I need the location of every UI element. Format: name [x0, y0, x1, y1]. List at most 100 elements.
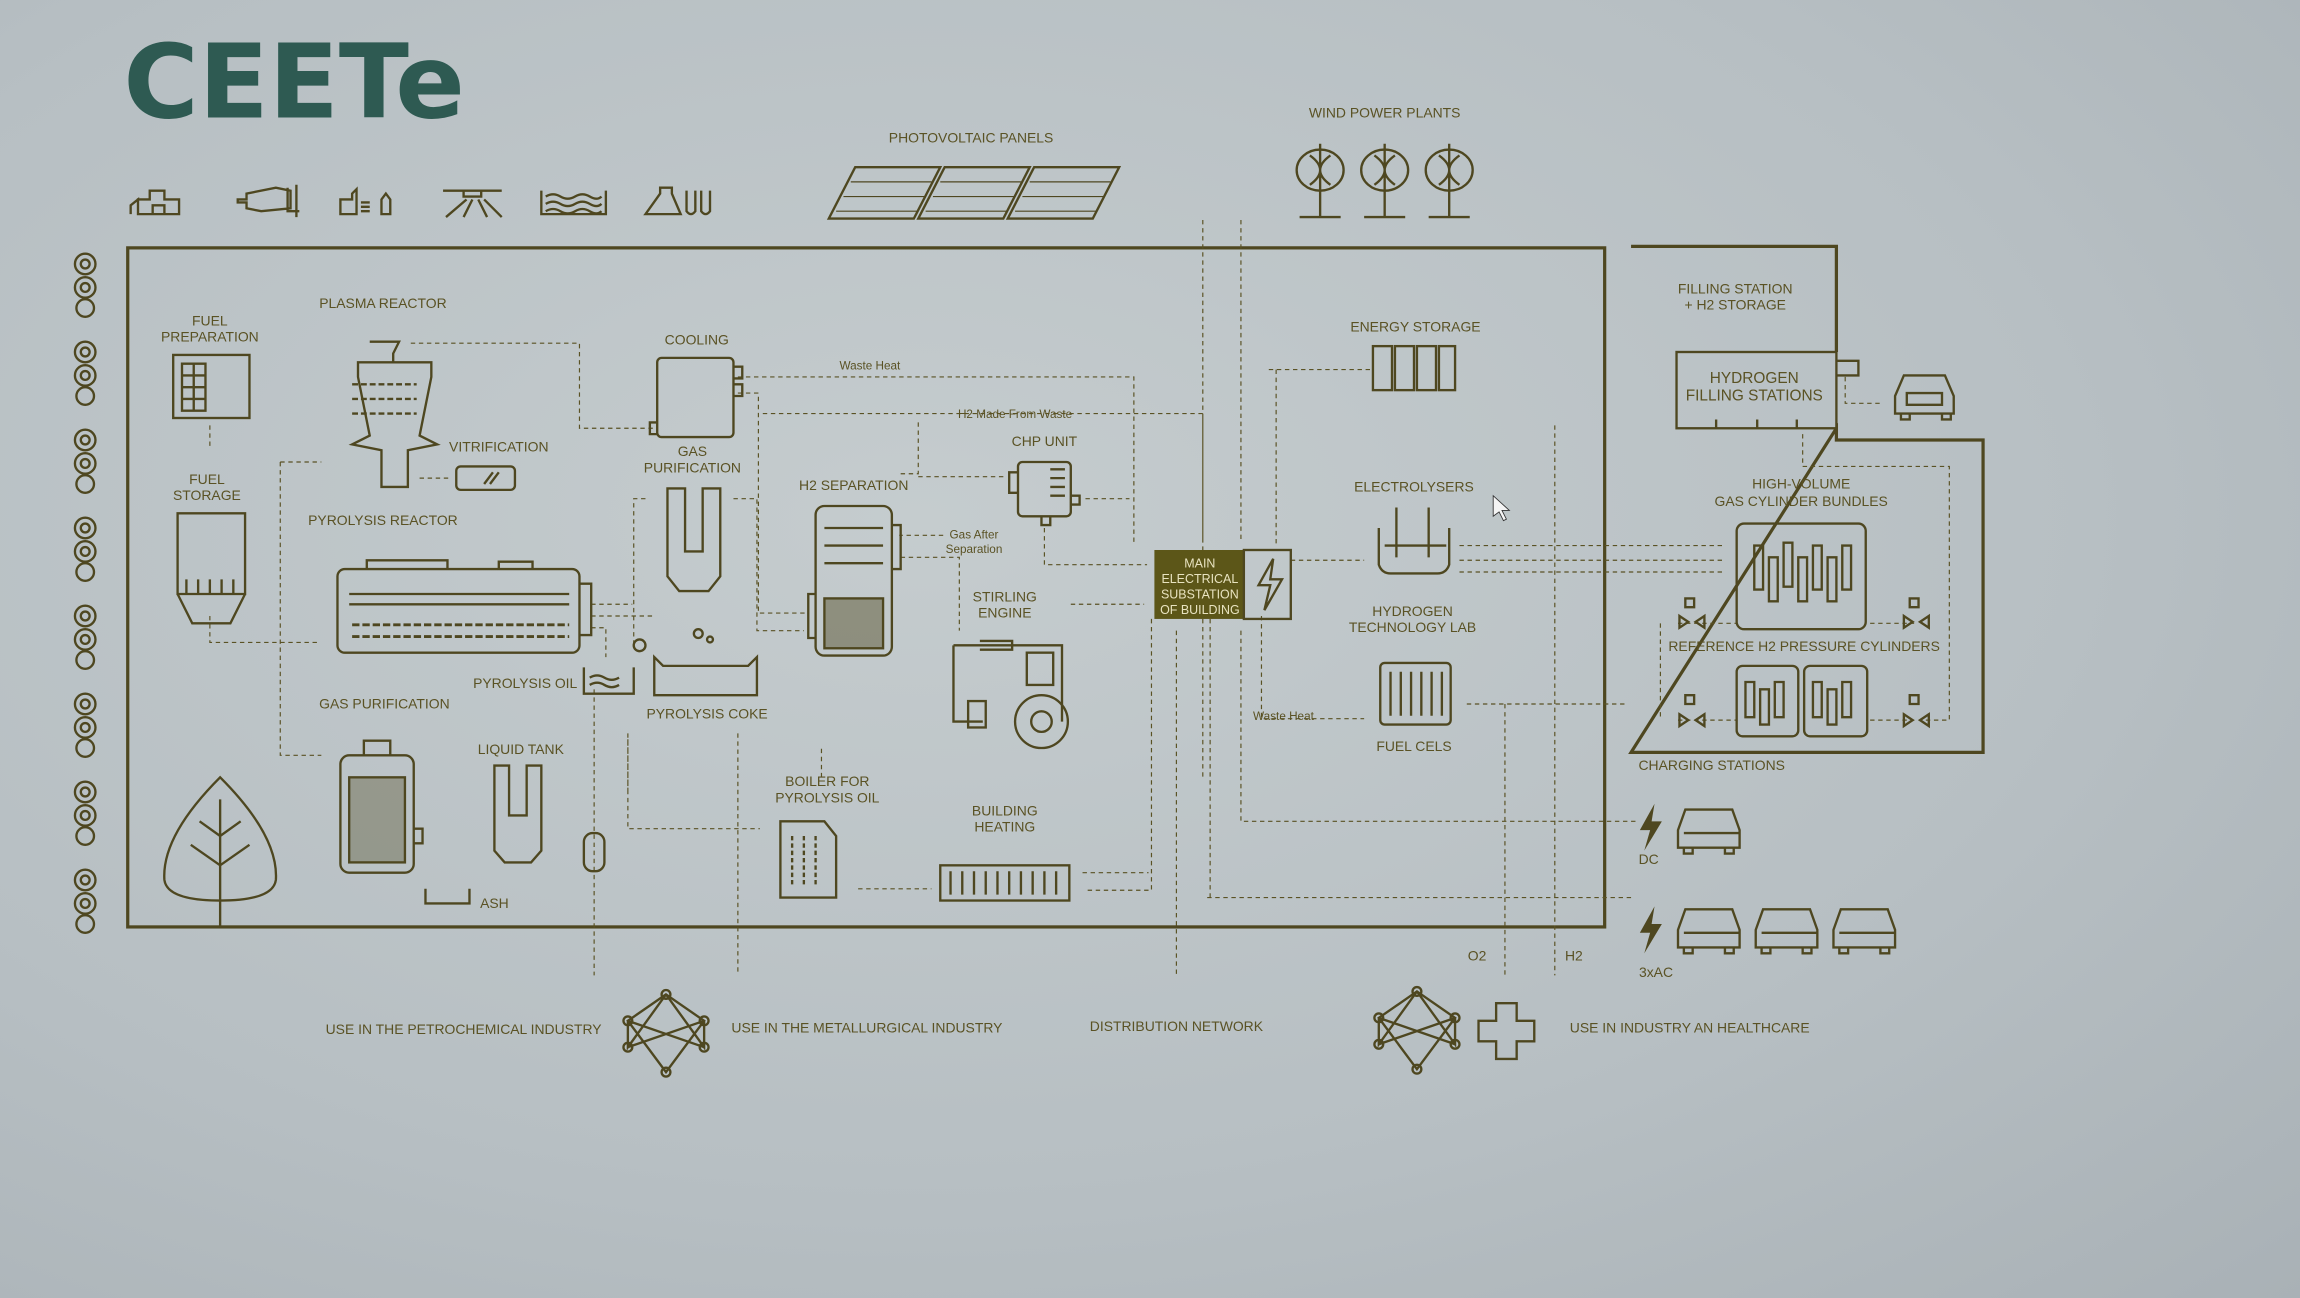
- fuel-preparation-icon: [172, 353, 251, 420]
- hydrogen-car-icon: [1893, 374, 1955, 421]
- wind-turbine-icon: [1424, 143, 1474, 219]
- petrochemical-label: USE IN THE PETROCHEMICAL INDUSTRY: [326, 1021, 602, 1037]
- vitrification-label: VITRIFICATION: [449, 439, 549, 455]
- pyrolysis-oil-icon: [582, 667, 635, 695]
- medical-cross-icon: [1477, 1002, 1536, 1061]
- energy-storage-label: ENERGY STORAGE: [1350, 318, 1480, 334]
- cooling-icon: [648, 356, 744, 439]
- fuel-cells-label: FUEL CELS: [1376, 738, 1451, 754]
- substation-box: [1154, 550, 1244, 619]
- mouse-cursor: [1492, 494, 1511, 522]
- metallurgical-label: USE IN THE METALLURGICAL INDUSTRY: [731, 1020, 1002, 1036]
- wind-turbines: [1295, 143, 1474, 219]
- waste-truck-icon: [236, 184, 300, 218]
- waste-heat-label: Waste Heat: [839, 360, 901, 373]
- sprinkler-icon: [443, 189, 503, 218]
- filling-station-frame: [1628, 244, 1985, 755]
- radiator-icon: [939, 864, 1071, 902]
- charging-stations-label: CHARGING STATIONS: [1639, 757, 1785, 773]
- h2-from-waste-label: H2 Made From Waste: [958, 408, 1072, 421]
- plasma-reactor-icon: [348, 340, 441, 489]
- network-icon: [1373, 985, 1461, 1075]
- ash-container-icon: [424, 888, 471, 905]
- lightning-icon: [1639, 906, 1662, 954]
- healthcare-label: USE IN INDUSTRY AN HEALTHCARE: [1570, 1020, 1810, 1036]
- reference-cylinders-label: REFERENCE H2 PRESSURE CYLINDERS: [1668, 638, 1940, 654]
- ac-charging: [1639, 906, 1897, 955]
- flow-lines: [209, 219, 1950, 976]
- car-icon: [1676, 808, 1741, 855]
- city-icon: [129, 189, 181, 216]
- dc-label: DC: [1639, 851, 1659, 867]
- building-frame: [126, 246, 1607, 929]
- stirling-engine-icon: [952, 639, 1070, 750]
- h2-label: H2: [1565, 948, 1583, 964]
- h2-separation-icon: [807, 504, 902, 657]
- lightning-icon: [1639, 803, 1662, 851]
- laboratory-icon: [643, 186, 712, 216]
- filling-station-label: FILLING STATION+ H2 STORAGE: [1678, 280, 1793, 312]
- wind-label: WIND POWER PLANTS: [1309, 104, 1461, 120]
- gas-purification-2-label: GAS PURIFICATION: [319, 695, 449, 711]
- fuel-storage-icon: [176, 512, 247, 625]
- electrolysers-label: ELECTROLYSERS: [1354, 478, 1474, 494]
- o2-label: O2: [1468, 948, 1487, 964]
- distribution-network-label: DISTRIBUTION NETWORK: [1090, 1018, 1264, 1034]
- hydrogen-filling-stations: [1675, 350, 1860, 430]
- small-tank-icon: [582, 831, 606, 873]
- liquid-tank-label: LIQUID TANK: [478, 741, 565, 757]
- pv-label: PHOTOVOLTAIC PANELS: [889, 129, 1054, 145]
- wind-turbine-icon: [1295, 143, 1345, 219]
- pyrolysis-oil-label: PYROLYSIS OIL: [473, 675, 577, 691]
- photovoltaic-panels: [826, 166, 1122, 220]
- chp-unit-label: CHP UNIT: [1012, 433, 1078, 449]
- pyrolysis-coke-label: PYROLYSIS COKE: [646, 706, 767, 722]
- chp-unit-icon: [1008, 460, 1081, 527]
- logo-title: CEETe: [123, 23, 465, 142]
- wind-turbine-icon: [1360, 143, 1410, 219]
- pyrolysis-reactor-icon: [336, 559, 593, 654]
- valve-icons: [1678, 597, 1930, 729]
- network-icon: [622, 988, 710, 1078]
- top-icon-row: [129, 184, 712, 218]
- flower-decoration-column: [73, 252, 97, 934]
- gas-purification-icon: [666, 487, 722, 593]
- car-icon: [1676, 908, 1741, 955]
- pyrolysis-reactor-label: PYROLYSIS REACTOR: [308, 512, 458, 528]
- plasma-reactor-label: PLASMA REACTOR: [319, 295, 446, 311]
- h2-separation-label: H2 SEPARATION: [799, 477, 908, 493]
- battery-icon: [1371, 344, 1457, 392]
- waste-heat-2-label: Waste Heat: [1253, 710, 1315, 723]
- fuel-cell-icon: [1379, 661, 1452, 726]
- tree-icon: [163, 775, 278, 929]
- ash-label: ASH: [480, 895, 509, 911]
- liquid-tank-icon: [493, 764, 543, 864]
- water-wave-icon: [540, 190, 608, 216]
- recycling-bins-icon: [339, 186, 392, 216]
- vitrification-icon: [455, 465, 517, 492]
- car-icon: [1754, 908, 1819, 955]
- boiler-icon: [779, 820, 838, 899]
- electrolyser-icon: [1377, 507, 1451, 575]
- ac-label: 3xAC: [1639, 964, 1673, 980]
- cooling-label: COOLING: [665, 332, 729, 348]
- gas-cylinder-bundle-icon: [1735, 522, 1867, 631]
- car-icon: [1832, 908, 1897, 955]
- reference-cylinders-icon: [1735, 664, 1869, 738]
- dc-charging: [1639, 803, 1741, 855]
- gas-purification-tank-icon: [339, 739, 424, 874]
- pyrolysis-coke-icon: [632, 628, 759, 697]
